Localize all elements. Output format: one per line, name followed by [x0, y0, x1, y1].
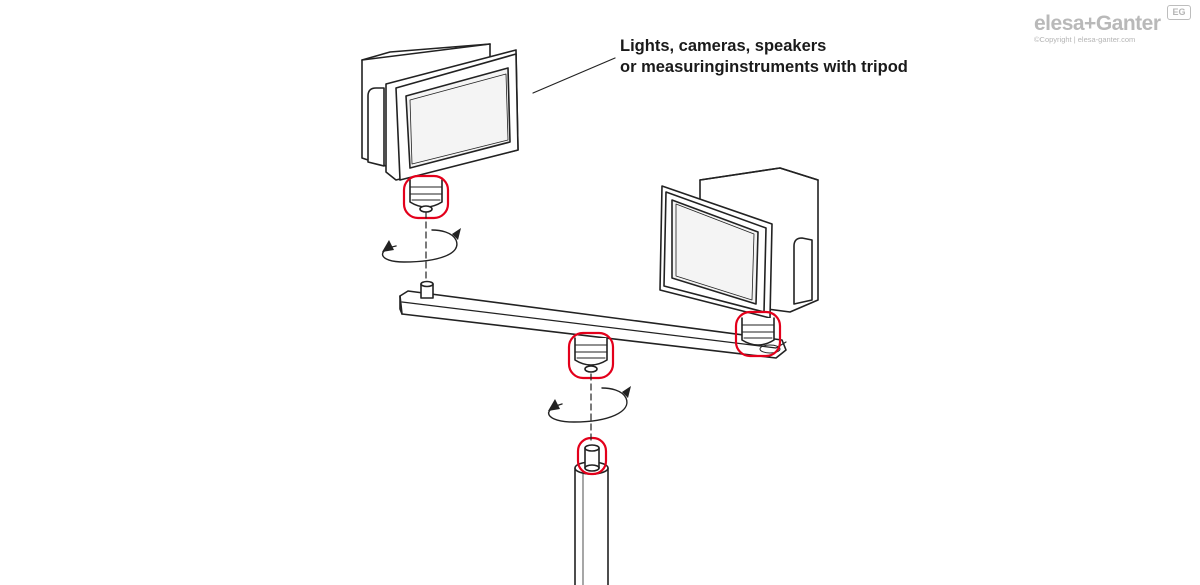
rotation-arrow-icon — [548, 399, 560, 411]
arm-left-pin — [420, 280, 434, 299]
brand-name: elesa+Ganter — [1034, 12, 1161, 35]
brand-logo-icon: elesa+Ganter EG ©Copyright | elesa-gante… — [1034, 5, 1194, 48]
right-device-mount — [741, 317, 775, 346]
right-device-mount-highlight — [734, 310, 782, 358]
bracket-arm — [399, 290, 787, 359]
brand-copyright: ©Copyright | elesa-ganter.com — [1034, 35, 1136, 44]
callout-label: Lights, cameras, speakers or measuringin… — [620, 36, 950, 78]
pole-stud — [584, 444, 600, 472]
left-device-mount — [409, 179, 443, 213]
right-device — [659, 167, 819, 319]
right-device-screen — [671, 199, 759, 305]
left-device-screen — [405, 67, 511, 169]
callout-leader-line — [532, 57, 616, 94]
rotation-arrow-icon — [382, 229, 458, 263]
rotation-arrow-icon — [452, 228, 461, 240]
callout-line-2: or measuringinstruments with tripod — [620, 58, 908, 76]
rotation-arrow-icon — [382, 240, 394, 252]
left-device — [361, 43, 519, 181]
rotation-arrow-icon — [622, 386, 631, 398]
arm-center-mount — [574, 337, 608, 373]
rotation-arrow-icon — [548, 387, 628, 423]
pole-stud-highlight — [576, 436, 608, 476]
tripod-pole — [574, 461, 609, 585]
callout-line-1: Lights, cameras, speakers — [620, 37, 827, 55]
brand-badge: EG — [1167, 5, 1191, 20]
